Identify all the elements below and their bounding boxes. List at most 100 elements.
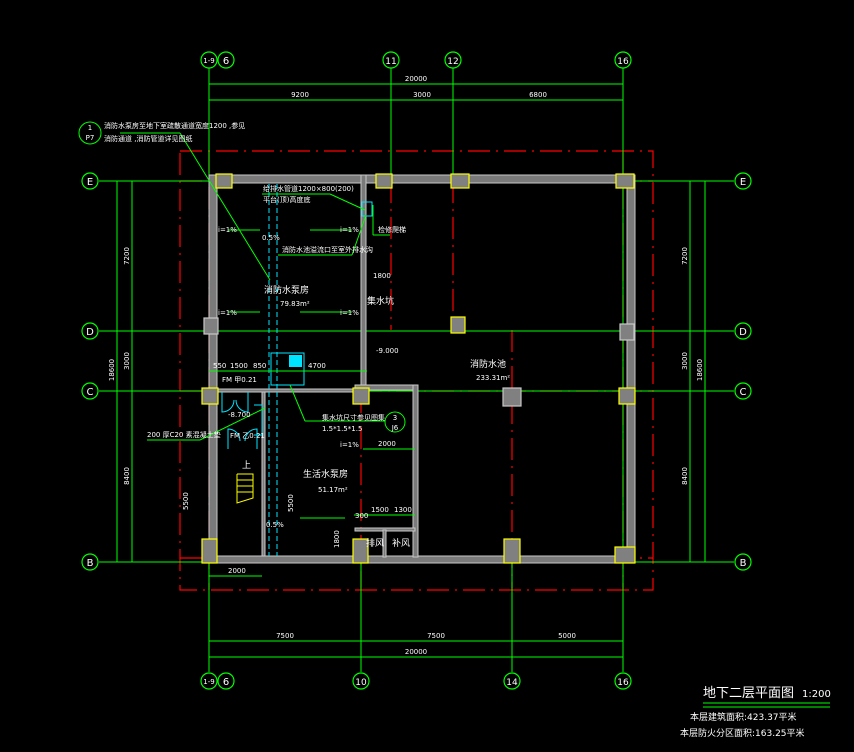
drawing-text: 给排水管道1200×800(200) [263,184,354,193]
drawing-text: 上 [242,460,251,471]
drawing-text: 7200 [681,247,689,265]
drawing-text: 7500 [276,632,294,640]
drawing-text: 2000 [228,567,246,575]
drawing-text: 1500 [230,362,248,370]
axis-label: 14 [506,678,518,688]
drawing-text: 3 [393,414,397,422]
drawing-text: 0.5% [266,521,284,529]
drawing-text: 消防水泵房至地下室疏散通道宽度1200 ,参见 [104,121,245,130]
drawing-text: 200 厚C20 素混凝土垫 [147,430,221,439]
detail-ref-bubble-3 [384,411,406,433]
drawing-text: 300 [355,512,368,520]
red-boundary-line [179,150,654,591]
drawing-scale: 1:200 [802,689,831,700]
drawing-text: 51.17m² [318,486,348,494]
drawing-text: 0.5% [262,234,280,242]
door-icons [221,392,263,449]
room-label-fire-pump: 消防水泵房 [264,284,309,296]
axis-label: 1-9 [203,678,214,686]
drawing-text: 7200 [123,247,131,265]
drawing-text: 7500 [427,632,445,640]
drawing-text: 1 [88,124,92,132]
drawing-text: 5500 [287,494,295,512]
drawing-text: E [740,177,746,188]
axis-bubbles-bottom[interactable]: 1-9 6 10 14 16 [200,672,632,690]
drawing-text: i=1% [340,441,359,449]
drawing-text: 集水坑尺寸参见图集 [322,413,385,422]
drawing-text: i=1% [218,309,237,317]
axis-bubbles-top[interactable]: 1-9 6 11 12 16 [200,51,632,69]
drawing-text: 8400 [681,467,689,485]
detail-ref-bubble-1 [78,121,102,145]
drawing-text: C [87,387,94,398]
drawing-text: 3000 [123,352,131,370]
drawing-text: 消防水池溢流口至室外排水沟 [282,245,373,254]
columns [201,173,636,564]
drawing-text: P7 [86,134,95,142]
fire-zone-area-text: 本层防火分区面积:163.25平米 [680,727,805,739]
building-area-text: 本层建筑面积:423.37平米 [690,711,797,723]
drawing-text: E [87,177,93,188]
drawing-text: 20000 [405,75,427,83]
title-block: 地下二层平面图 1:200 本层建筑面积:423.37平米 本层防火分区面积:1… [680,686,831,739]
drawing-text: 9200 [291,91,309,99]
drawing-text: 排风 [366,537,384,549]
annotation-notes: 1 P7 消防水泵房至地下室疏散通道宽度1200 ,参见 消防通道 ,消防管道详… [86,121,406,529]
drawing-text: i=1% [340,309,359,317]
drawing-text: 3000 [681,352,689,370]
axis-label: 16 [617,678,629,688]
drawing-text: 1800 [333,530,341,548]
drawing-text: 1.5*1.5*1.5 [322,425,362,433]
axis-lines [99,68,734,672]
drawing-text: FM 甲0.21 [222,376,257,384]
drawing-text: 1500 [371,506,389,514]
axis-label: 11 [385,57,396,67]
drawing-text: 850 [253,362,266,370]
drawing-text: 平台(顶)高度底 [263,195,310,204]
drawing-text: 18600 [696,359,704,381]
drawing-text: J6 [391,424,399,432]
drawing-text: 3000 [413,91,431,99]
drawing-text: 消防通道 ,消防管道详见图纸 [104,134,192,143]
drawing-text: -8.700 [228,411,251,419]
drawing-text: B [740,558,747,569]
drawing-text: 1800 [373,272,391,280]
drawing-text: D [739,327,747,338]
axis-label: 1-9 [203,57,214,65]
drawing-text: D [86,327,94,338]
drawing-text: 补风 [392,537,410,549]
room-labels: 消防水泵房 79.83m² 消防水池 233.31m² 生活水泵房 51.17m… [222,284,510,549]
pipe-lines [268,184,373,556]
axis-label: 6 [223,677,229,688]
room-label-domestic-pump: 生活水泵房 [303,468,348,480]
drawing-text: B [87,558,94,569]
drawing-text: i=1% [218,226,237,234]
drawing-text: 集水坑 [367,295,394,307]
drawing-text: 5000 [558,632,576,640]
drawing-text: 1300 [394,506,412,514]
room-label-fire-pool: 消防水池 [470,358,506,370]
stair-icon [236,473,254,504]
axis-bubbles-rows[interactable]: E D C B E D C B [81,172,752,571]
drawing-text: i=1% [340,226,359,234]
drawing-text: 4700 [308,362,326,370]
axis-label: 16 [617,57,629,67]
drawing-text: 550 [213,362,226,370]
drawing-text: 233.31m² [476,374,510,382]
drawing-text: 18600 [108,359,116,381]
drawing-text: C [740,387,747,398]
drawing-text: 2000 [378,440,396,448]
drawing-text: -9.000 [376,347,399,355]
drawing-text: FM 乙0.21 [230,432,265,440]
drawing-title: 地下二层平面图 [703,686,794,701]
drawing-text: 6800 [529,91,547,99]
leader-lines [120,132,830,708]
drawing-text: 检修爬梯 [378,225,406,234]
pump-icon [289,355,302,367]
drawing-text: 79.83m² [280,300,310,308]
dimension-texts: 20000 9200 3000 6800 7500 7500 5000 2000… [108,75,704,656]
drawing-text: 8400 [123,467,131,485]
drawing-text: 5500 [182,492,190,510]
axis-label: 12 [447,57,458,67]
